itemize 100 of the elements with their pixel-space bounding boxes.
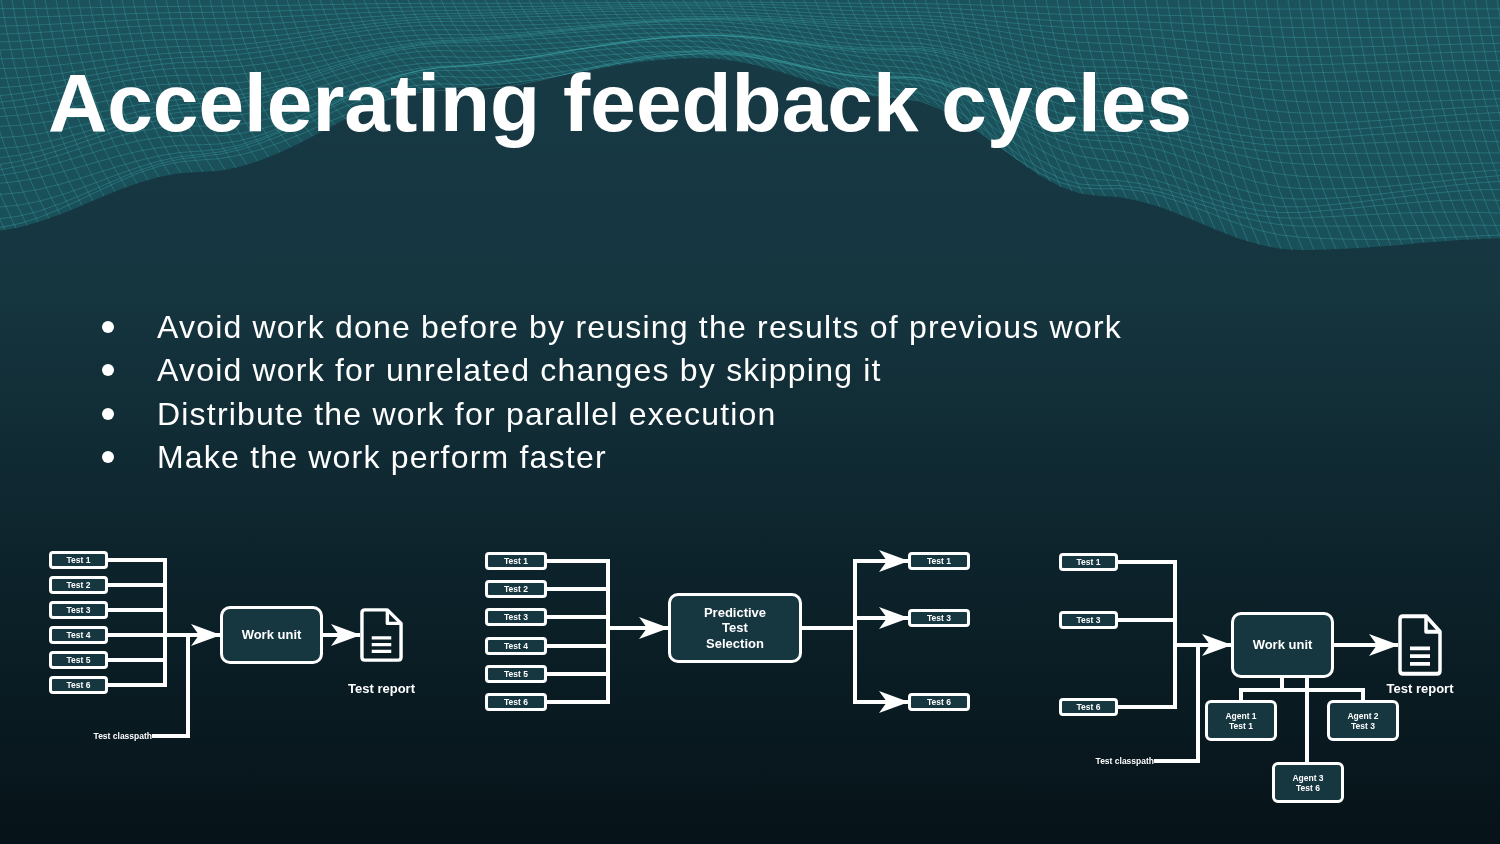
process-box [220, 606, 323, 664]
connector-line [547, 615, 608, 619]
box-label: Test 3 [1351, 720, 1375, 731]
box-label: Test 1 [504, 556, 528, 566]
test-box [49, 676, 108, 694]
connector-arrow [1198, 634, 1232, 656]
connector-line [547, 644, 608, 648]
box-label: Test 6 [504, 697, 528, 707]
test-box [1059, 611, 1118, 629]
box-label: Test 3 [927, 613, 951, 623]
connector-line [165, 633, 188, 637]
test-box [485, 637, 547, 655]
box-label: Agent 1 [1225, 710, 1257, 721]
agent-box [1327, 700, 1399, 741]
connector-arrow [853, 550, 909, 618]
connector-line [108, 608, 165, 612]
box-label: Test 6 [66, 680, 91, 690]
text-label: Test classpath [93, 731, 152, 741]
box-label: Test 1 [1229, 720, 1253, 731]
box-label: Test 4 [66, 630, 91, 640]
connector-line [1239, 688, 1282, 700]
connector-line [1280, 678, 1284, 690]
test-box [49, 651, 108, 669]
connector-line [1118, 618, 1175, 622]
connector-arrow [855, 607, 909, 629]
test-box [485, 552, 547, 570]
box-label: Test 6 [1076, 702, 1101, 712]
connector-arrow [188, 624, 221, 646]
test-box [49, 551, 108, 569]
test-box [485, 580, 547, 598]
test-box [485, 693, 547, 711]
connector-arrow [853, 628, 909, 713]
test-box [1059, 553, 1118, 571]
box-label: Work unit [1252, 637, 1313, 653]
box-label: Test 1 [927, 556, 951, 566]
connector-line [1118, 645, 1177, 709]
test-box [49, 601, 108, 619]
connector-line [1173, 620, 1177, 645]
box-label: Agent 3 [1292, 772, 1324, 783]
connector-line [108, 583, 165, 587]
connector-arrow [608, 617, 669, 639]
bullet-text: Avoid work for unrelated changes by skipping it [157, 351, 882, 390]
connector-line [853, 618, 857, 628]
connector-line [1282, 688, 1365, 700]
connector-line [1154, 645, 1200, 763]
connector-line [547, 559, 610, 589]
box-label: Test 1 [66, 555, 91, 565]
box-label: Test 6 [927, 697, 951, 707]
icon-caption: Test report [1386, 681, 1454, 696]
connector-line [547, 587, 608, 591]
connector-line [108, 660, 167, 687]
connector-line [547, 672, 608, 676]
connector-line [108, 658, 165, 662]
test-box [1059, 698, 1118, 716]
connector-line [1175, 643, 1198, 647]
box-label: Test 4 [504, 641, 528, 651]
process-box [1231, 612, 1334, 678]
bullet-text: Avoid work done before by reusing the results of previous work [157, 308, 1122, 347]
process-box [668, 593, 802, 663]
connector-line [108, 558, 167, 585]
box-label: Test 2 [504, 584, 528, 594]
box-label: Test 3 [1076, 615, 1101, 625]
test-box [49, 626, 108, 644]
connector-line [606, 646, 610, 674]
connector-line [606, 617, 610, 628]
test-box [49, 576, 108, 594]
connector-arrow [1334, 634, 1399, 656]
bullet-text: Make the work perform faster [157, 438, 607, 477]
connector-line [108, 633, 165, 637]
box-label: Test 3 [504, 612, 528, 622]
connector-line [1118, 560, 1177, 620]
box-label: Agent 2 [1347, 710, 1379, 721]
bullet-text: Distribute the work for parallel execution [157, 395, 777, 434]
test-box [485, 608, 547, 626]
connector-line [1305, 678, 1309, 762]
connector-arrow [323, 624, 361, 646]
connector-line [606, 589, 610, 617]
box-label: Test 3 [66, 605, 91, 615]
test-box [485, 665, 547, 683]
test-box [908, 609, 970, 627]
text-label: Test classpath [1095, 756, 1154, 766]
connector-line [163, 610, 167, 635]
connector-line [547, 674, 610, 704]
box-label: Test 6 [1296, 782, 1320, 793]
box-label: Predictive Test Selection [702, 604, 768, 652]
test-box [908, 552, 970, 570]
agent-box [1272, 762, 1344, 803]
agent-box [1205, 700, 1277, 741]
box-label: Test 5 [66, 655, 91, 665]
connector-line [152, 635, 190, 738]
box-label: Test 2 [66, 580, 91, 590]
connector-line [802, 626, 855, 630]
box-label: Test 1 [1076, 557, 1101, 567]
connector-line [163, 635, 167, 660]
connector-line [163, 585, 167, 610]
connector-line [606, 628, 610, 646]
icon-caption: Test report [348, 681, 415, 696]
box-label: Test 5 [504, 669, 528, 679]
box-label: Work unit [241, 627, 302, 643]
test-box [908, 693, 970, 711]
